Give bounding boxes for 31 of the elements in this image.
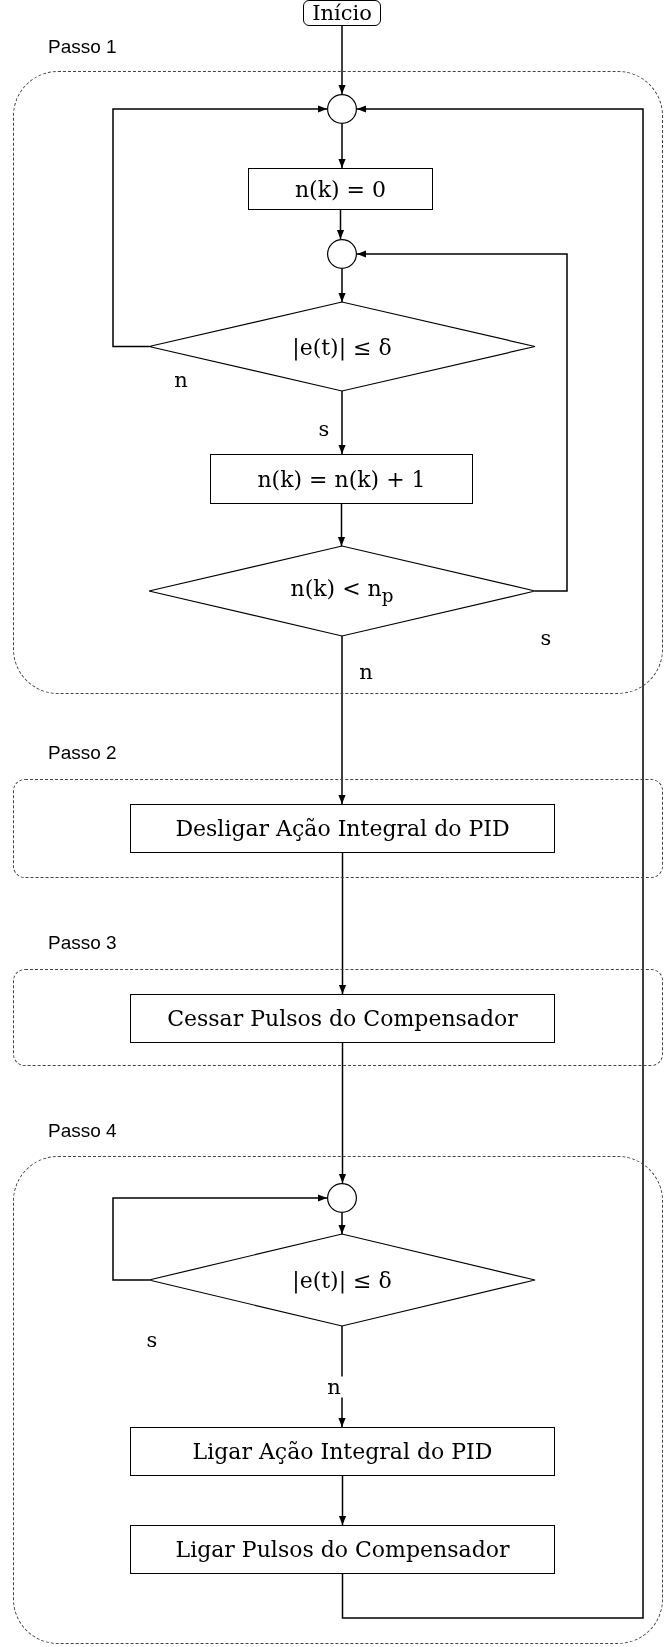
arrow (338, 1475, 347, 1526)
process-box: n(k) = n(k) + 1 (210, 454, 473, 504)
arrow (338, 635, 346, 805)
arrow (338, 123, 346, 169)
condition-text: |e(t)| ≤ δ (292, 1267, 392, 1293)
step-heading: Passo 2 (48, 742, 117, 764)
arrow (112, 1194, 328, 1281)
start-terminal: Início (303, 0, 381, 26)
condition-text: |e(t)| ≤ δ (292, 334, 392, 359)
edge-label: n (325, 1376, 343, 1398)
arrow (338, 1042, 347, 1184)
arrow (337, 503, 346, 547)
arrow (356, 250, 568, 592)
process-box: n(k) = 0 (248, 168, 433, 210)
step-heading: Passo 1 (48, 36, 117, 58)
process-box: Ligar Ação Integral do PID (130, 1427, 555, 1476)
process-box: Cessar Pulsos do Compensador (130, 994, 555, 1043)
arrow (338, 390, 346, 455)
condition-text: n(k) < n$_{p}$ (290, 576, 394, 606)
arrow (338, 1212, 346, 1235)
process-box: Ligar Pulsos do Compensador (130, 1525, 555, 1574)
step-heading: Passo 4 (48, 1120, 117, 1142)
arrow (341, 105, 644, 1619)
arrow (112, 105, 328, 348)
arrow (338, 1325, 346, 1428)
arrow (336, 209, 345, 240)
arrow (338, 852, 347, 995)
arrow (338, 25, 346, 95)
arrow (338, 268, 346, 303)
process-box: Desligar Ação Integral do PID (130, 804, 555, 853)
step-heading: Passo 3 (48, 932, 117, 954)
